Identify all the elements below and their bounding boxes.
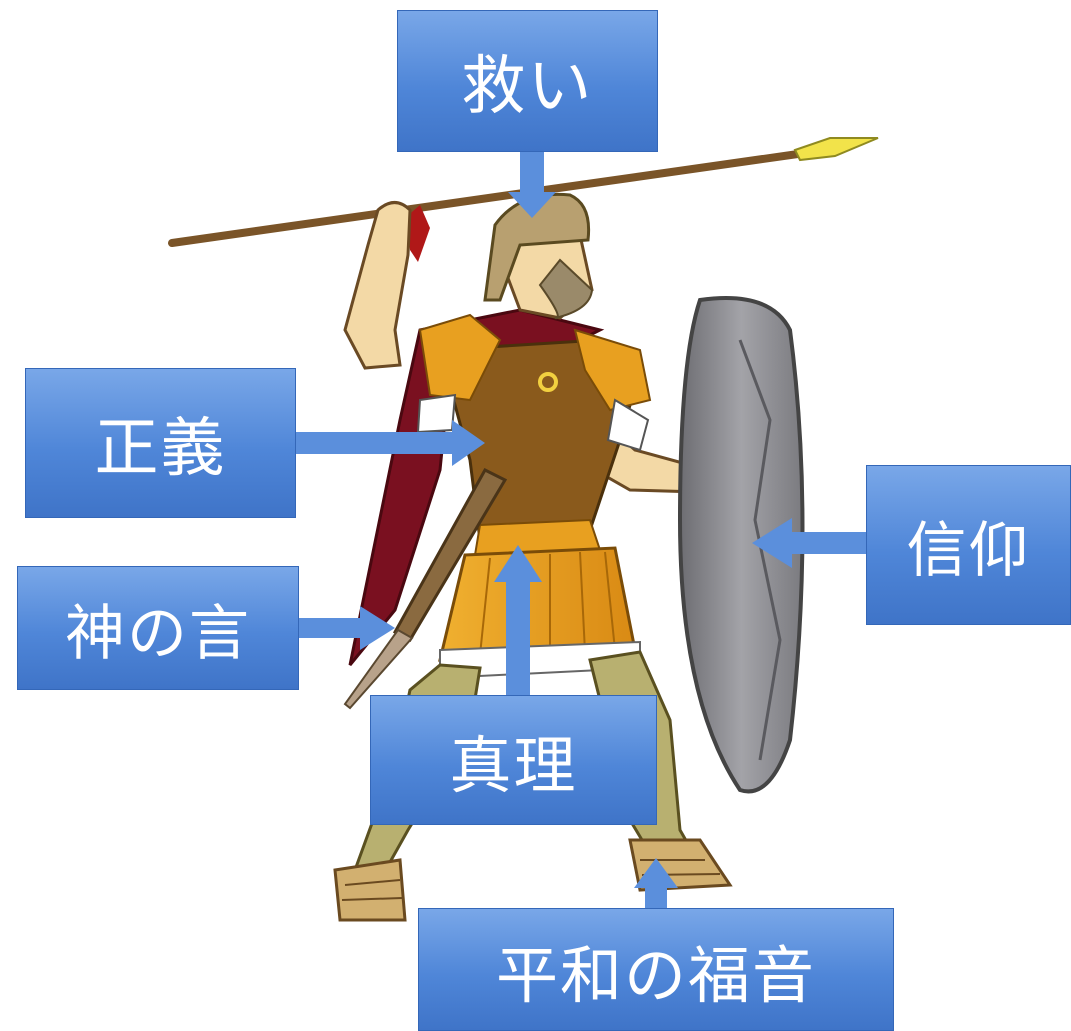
arrow-salvation — [508, 152, 556, 218]
sword — [343, 468, 508, 710]
skirt — [438, 518, 641, 680]
label-gospel-of-peace: 平和の福音 — [418, 908, 894, 1031]
arrows — [296, 152, 866, 908]
label-faith: 信仰 — [866, 465, 1071, 625]
raised-arm — [343, 201, 412, 370]
arrow-truth — [494, 545, 542, 695]
label-righteousness: 正義 — [25, 368, 296, 518]
arrow-faith — [752, 518, 866, 568]
shield — [677, 296, 805, 794]
head — [483, 192, 594, 320]
label-salvation: 救い — [397, 10, 658, 152]
label-word-of-god: 神の言 — [17, 566, 299, 690]
arrow-word — [299, 606, 395, 650]
arrow-righteousness — [296, 420, 485, 466]
arrow-peace — [634, 858, 678, 908]
label-truth: 真理 — [370, 695, 657, 825]
spear — [168, 137, 879, 262]
